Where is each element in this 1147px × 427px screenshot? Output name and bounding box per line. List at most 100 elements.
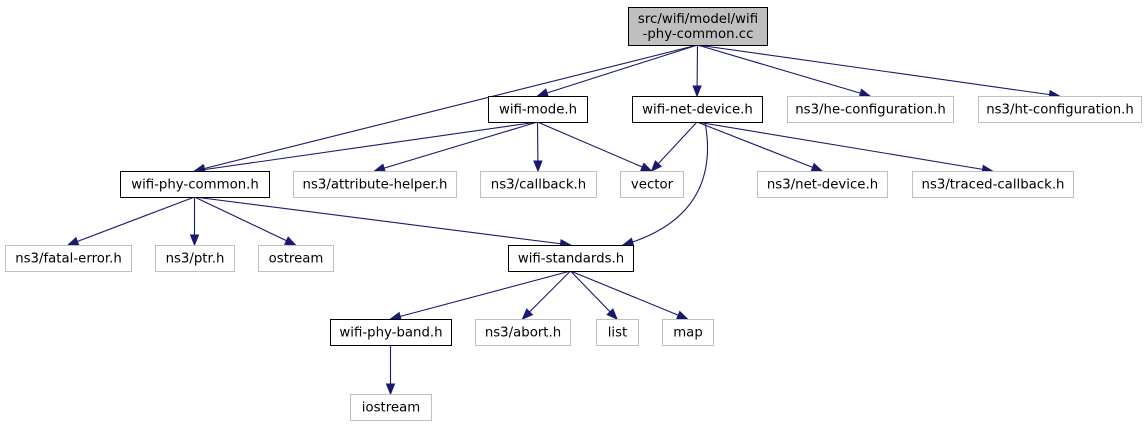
node-label: map [673,326,703,341]
edge-wifi-standards-to-abort [521,270,571,320]
edge-line [374,121,538,172]
node-label: -phy-common.cc [643,27,754,42]
edge-root-to-ht-config [697,44,1061,100]
node-label: src/wifi/model/wifi [638,12,758,27]
edge-wifi-mode-to-callback [533,121,543,173]
node-label: ns3/abort.h [485,326,561,341]
node-box [330,319,452,346]
node-label: ostream [269,252,324,267]
node-box [596,319,639,346]
edge-arrowhead [521,308,534,320]
node-ostream: ostream [258,245,334,272]
node-box [620,171,684,198]
edge-line [651,121,698,172]
node-box [662,319,714,346]
node-label: list [608,326,628,341]
edge-arrowhead [536,88,549,98]
edge-wifi-mode-to-vector [537,121,653,172]
node-net-device: ns3/net-device.h [757,171,888,198]
node-label: wifi-mode.h [499,103,577,118]
node-label: ns3/ptr.h [166,252,225,267]
edge-arrowhead [650,160,663,172]
edge-line [570,270,688,320]
edge-root-to-wifi-net-device [692,44,702,98]
node-root: src/wifi/model/wifi-phy-common.cc [628,7,768,46]
node-map: map [662,319,714,346]
node-box [5,245,132,272]
edge-wifi-net-device-to-net-device [696,121,824,172]
edge-wifi-phy-common-to-fatal-error [66,196,195,246]
edge-wifi-mode-to-wifi-phy-common [193,121,538,175]
node-box [488,96,588,123]
node-box [787,96,954,123]
edge-arrowhead [373,163,386,173]
node-fatal-error: ns3/fatal-error.h [5,245,132,272]
node-label: wifi-standards.h [518,252,624,267]
node-vector: vector [620,171,684,198]
edge-line [194,196,296,246]
node-he-config: ns3/he-configuration.h [787,96,954,123]
node-label: vector [631,178,674,193]
node-label: ns3/attribute-helper.h [303,178,448,193]
node-label: ns3/ht-configuration.h [986,103,1134,118]
node-wifi-net-device[interactable]: wifi-net-device.h [632,96,763,123]
node-box [628,7,768,46]
edge-wifi-standards-to-map [570,270,689,320]
edge-line [570,270,618,320]
edge-arrowhead [810,162,824,172]
edge-line [522,270,571,320]
edge-line [537,44,698,97]
node-abort: ns3/abort.h [475,319,571,346]
edge-arrowhead [533,160,543,173]
edge-wifi-phy-common-to-ostream [194,196,297,246]
node-attribute-helper: ns3/attribute-helper.h [293,171,457,198]
node-label: wifi-net-device.h [642,103,753,118]
node-box [155,245,235,272]
node-list: list [596,319,639,346]
edge-wifi-phy-common-to-ptr [189,197,200,247]
edge-wifi-net-device-to-vector [650,121,698,172]
edge-wifi-standards-to-list [570,270,618,320]
node-box [978,96,1142,123]
node-box [350,394,432,421]
node-wifi-standards[interactable]: wifi-standards.h [508,245,634,272]
edge-line [194,44,698,172]
node-label: ns3/fatal-error.h [15,252,122,267]
node-label: iostream [362,401,420,416]
node-label: ns3/net-device.h [767,178,878,193]
node-box [475,319,571,346]
edge-line [697,44,1060,97]
node-label: ns3/traced-callback.h [922,178,1065,193]
edge-arrowhead [385,383,396,396]
edge-root-to-wifi-mode [536,44,698,98]
edge-line [696,121,993,172]
node-label: wifi-phy-band.h [339,326,442,341]
node-box [120,171,270,198]
edge-wifi-mode-to-attribute-helper [373,121,538,173]
edge-arrowhead [692,85,702,98]
node-box [757,171,888,198]
node-label: wifi-phy-common.h [131,178,259,193]
edge-wifi-net-device-to-traced-callback [696,121,994,174]
edge-line [622,121,709,246]
node-box [912,171,1074,198]
edge-line [390,270,571,320]
node-traced-callback: ns3/traced-callback.h [912,171,1074,198]
nodes-layer: src/wifi/model/wifi-phy-common.cc wifi-mo… [5,7,1142,421]
edge-line [537,121,652,172]
edge-wifi-phy-band-to-iostream [385,345,396,396]
edge-root-to-he-config [697,44,872,98]
edge-arrowhead [283,236,297,246]
node-ht-config: ns3/ht-configuration.h [978,96,1142,123]
node-wifi-phy-common[interactable]: wifi-phy-common.h [120,171,270,198]
node-ptr: ns3/ptr.h [155,245,235,272]
node-box [480,171,597,198]
node-box [508,245,634,272]
edge-wifi-standards-to-wifi-phy-band [389,270,571,321]
node-box [258,245,334,272]
node-label: ns3/he-configuration.h [795,103,946,118]
node-wifi-mode[interactable]: wifi-mode.h [488,96,588,123]
node-wifi-phy-band[interactable]: wifi-phy-band.h [330,319,452,346]
edge-arrowhead [858,88,872,98]
edge-root-to-wifi-phy-common [193,44,698,174]
